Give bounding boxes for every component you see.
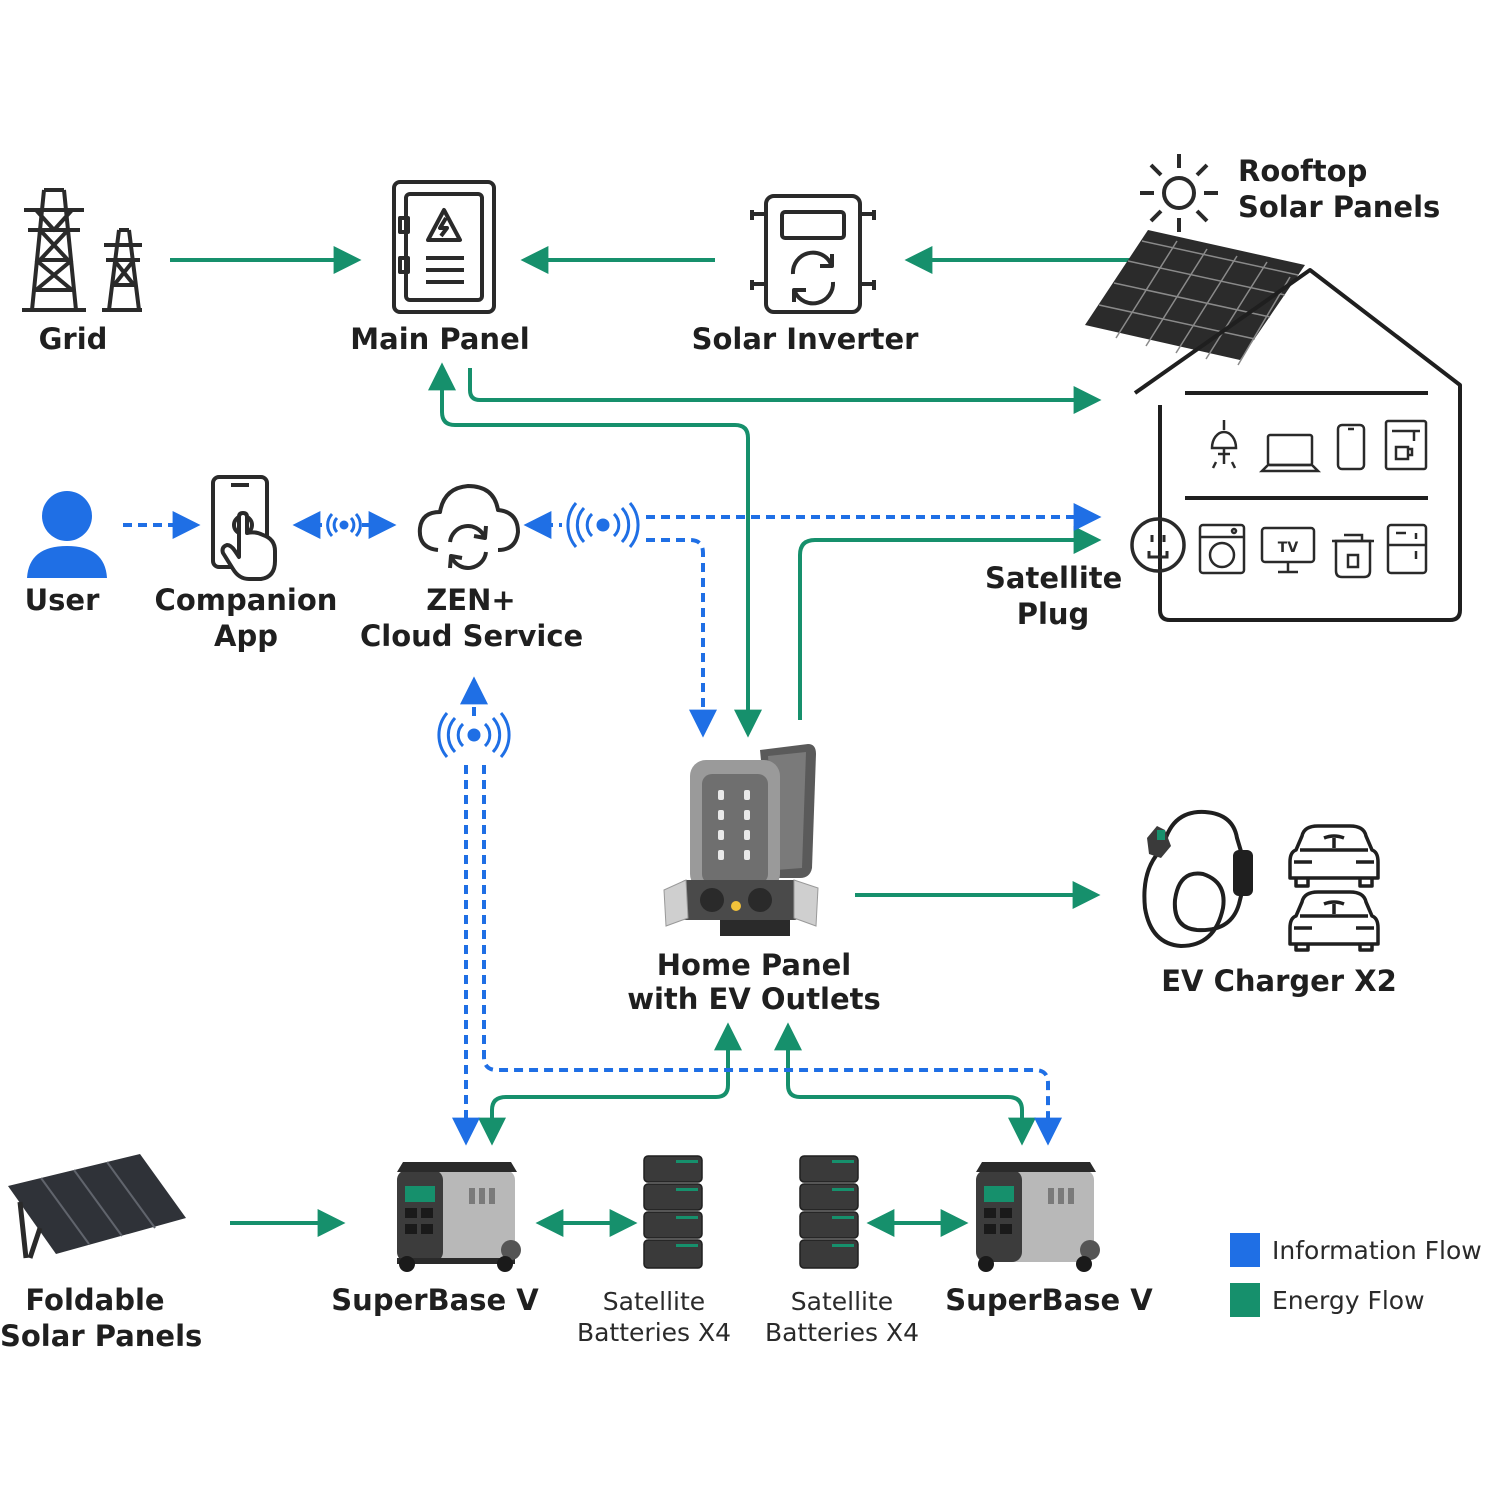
label-cloud-service: ZEN+ Cloud Service — [360, 583, 584, 653]
label-satellite-batteries-right: Satellite Batteries X4 — [764, 1287, 920, 1347]
label-companion-app: Companion App — [154, 583, 338, 653]
ev-charger-cable-icon — [1142, 809, 1253, 949]
legend: Information Flow Energy Flow — [1230, 1225, 1482, 1325]
laptop-icon — [1258, 433, 1322, 473]
label-satellite-plug: Satellite Plug — [985, 561, 1123, 631]
energy-flow-main-house — [468, 368, 1102, 414]
satellite-batteries-left-icon — [643, 1155, 703, 1269]
label-superbase-right: SuperBase V — [945, 1283, 1153, 1317]
legend-label-energy: Energy Flow — [1272, 1285, 1425, 1315]
legend-swatch-energy — [1230, 1283, 1260, 1317]
washing-machine-icon — [1198, 523, 1246, 575]
rooftop-solar-panel-icon — [1085, 230, 1305, 366]
label-ev-charger: EV Charger X2 — [1161, 964, 1397, 998]
refrigerator-icon — [1386, 523, 1428, 575]
cloud-service-icon — [417, 484, 520, 570]
label-main-panel: Main Panel — [350, 322, 530, 356]
label-satellite-batteries-left: Satellite Batteries X4 — [576, 1287, 732, 1347]
rice-cooker-icon — [1332, 533, 1374, 579]
legend-item-information: Information Flow — [1230, 1225, 1482, 1275]
user-icon — [27, 491, 107, 578]
legend-swatch-information — [1230, 1233, 1260, 1267]
ev-car-icon — [1288, 824, 1380, 952]
sun-icon — [1140, 154, 1218, 232]
label-home-panel: Home Panel with EV Outlets — [627, 948, 881, 1016]
solar-inverter-icon — [750, 194, 876, 314]
transmission-tower-icon — [22, 188, 142, 312]
label-rooftop-solar: Rooftop Solar Panels — [1238, 154, 1441, 224]
signal-icons — [326, 502, 640, 758]
tv-icon: TV — [1260, 526, 1316, 574]
energy-flow-homepanel-superbase-left — [478, 1022, 742, 1146]
signal-icon-cloud-superbase — [437, 712, 511, 758]
label-foldable-solar: Foldable Solar Panels — [0, 1283, 203, 1353]
legend-item-energy: Energy Flow — [1230, 1275, 1482, 1325]
legend-label-information: Information Flow — [1272, 1235, 1482, 1265]
label-grid: Grid — [38, 322, 108, 356]
energy-flow-homepanel-superbase-right — [774, 1022, 1036, 1146]
ceiling-lamp-icon — [1210, 420, 1238, 469]
energy-flow-homepanel-plug — [798, 526, 1102, 720]
superbase-left-icon — [397, 1162, 521, 1272]
label-solar-inverter: Solar Inverter — [691, 322, 919, 356]
appliance-icons-upper — [1210, 419, 1428, 473]
main-panel-icon — [392, 180, 496, 314]
satellite-batteries-right-icon — [799, 1155, 859, 1269]
label-user: User — [24, 583, 100, 617]
label-superbase-left: SuperBase V — [331, 1283, 539, 1317]
svg-text:TV: TV — [1278, 540, 1299, 556]
appliance-icons-lower: TV — [1130, 517, 1428, 579]
foldable-solar-panel-icon — [8, 1154, 186, 1259]
coffee-machine-icon — [1384, 419, 1428, 471]
home-panel-device-icon — [663, 744, 819, 936]
satellite-plug-icon — [1130, 517, 1186, 573]
signal-icon-app-cloud — [326, 512, 362, 538]
phone-icon — [1336, 423, 1366, 471]
info-flow-cloud-homepanel — [646, 538, 717, 738]
superbase-right-icon — [976, 1162, 1100, 1272]
signal-icon-cloud-house — [566, 502, 640, 548]
energy-flow-main-homepanel — [428, 362, 762, 738]
house-icon: TV — [1085, 230, 1462, 622]
companion-app-phone-icon — [211, 475, 277, 581]
